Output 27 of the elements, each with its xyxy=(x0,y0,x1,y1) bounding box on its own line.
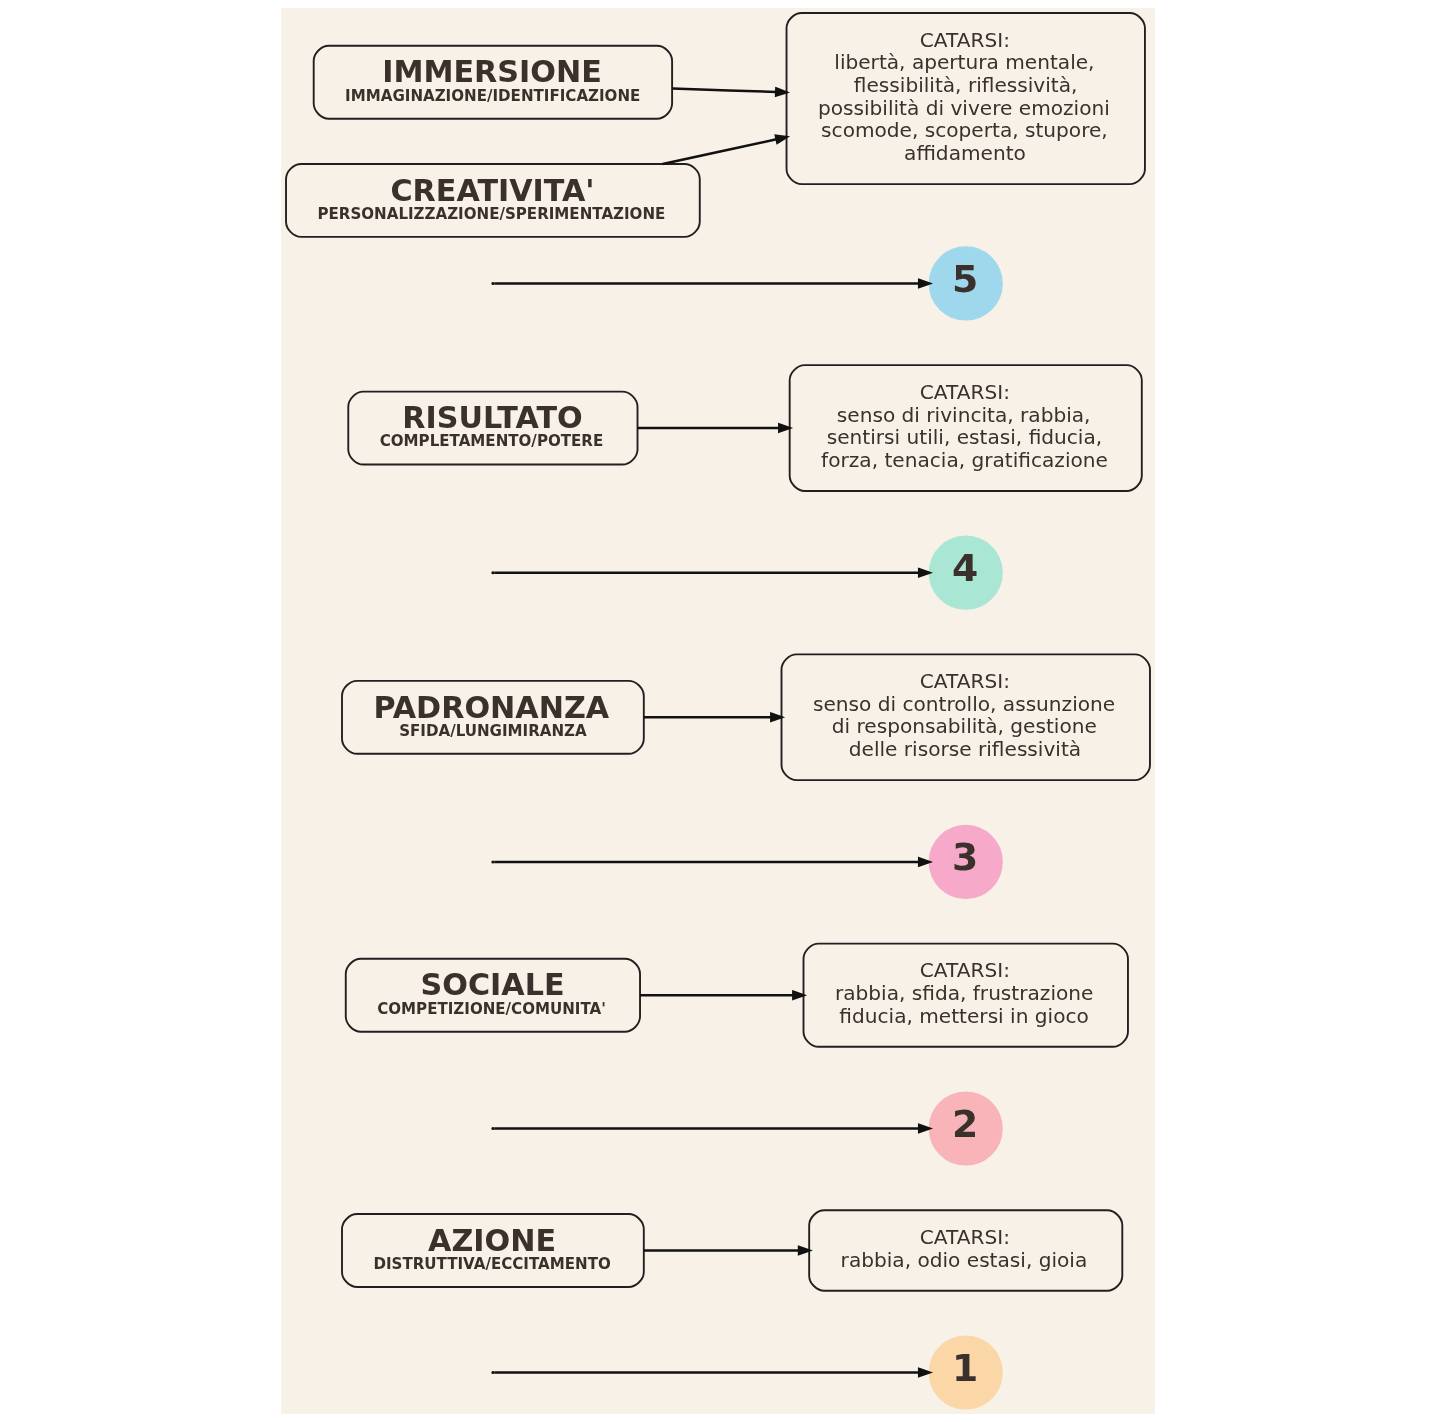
arrow xyxy=(637,422,793,434)
node-box: PADRONANZA SFIDA/LUNGIMIRANZA xyxy=(340,679,645,755)
node-circle: 1 xyxy=(928,1335,1003,1410)
arrow xyxy=(493,1367,933,1378)
node-box: CATARSI: rabbia, odio estasi, gioia xyxy=(807,1209,1123,1292)
arrow xyxy=(493,567,933,578)
node-box: IMMERSIONE IMMAGINAZIONE/IDENTIFICAZIONE xyxy=(312,44,673,120)
node-box: AZIONE DISTRUTTIVA/ECCITAMENTO xyxy=(340,1213,645,1288)
arrow xyxy=(661,134,790,166)
arrow xyxy=(639,989,807,1001)
node-box: CATARSI: rabbia, sfida, frustrazione fiducia, mettersi in gioco xyxy=(802,942,1129,1048)
node-box: CATARSI: senso di rivincita, rabbia, sentirsi utili, estasi, fiducia, forza, tenacia, gratificazione xyxy=(788,364,1143,492)
node-box: CATARSI: senso di controllo, assunzione di responsabilità, gestione delle risorse riflessività xyxy=(780,653,1151,782)
node-box: SOCIALE COMPETIZIONE/COMUNITA' xyxy=(344,957,641,1033)
arrow xyxy=(643,1245,813,1256)
node-circle: 5 xyxy=(928,246,1003,321)
node-circle: 3 xyxy=(928,824,1003,899)
node-box: CATARSI: libertà, apertura mentale, flessibilità, riflessività, possibilità di vivere emozioni scomode, scoperta, stupore, affidamento xyxy=(785,12,1146,186)
arrow xyxy=(643,712,785,723)
arrow xyxy=(493,1123,933,1134)
node-circle: 4 xyxy=(928,535,1003,610)
node-box: CREATIVITA' PERSONALIZZAZIONE/SPERIMENTAZIONE xyxy=(284,163,701,238)
arrow xyxy=(671,86,790,98)
node-box: RISULTATO COMPLETAMENTO/POTERE xyxy=(346,390,638,466)
node-circle: 2 xyxy=(928,1091,1003,1166)
arrow xyxy=(493,278,933,289)
arrow xyxy=(493,856,933,868)
